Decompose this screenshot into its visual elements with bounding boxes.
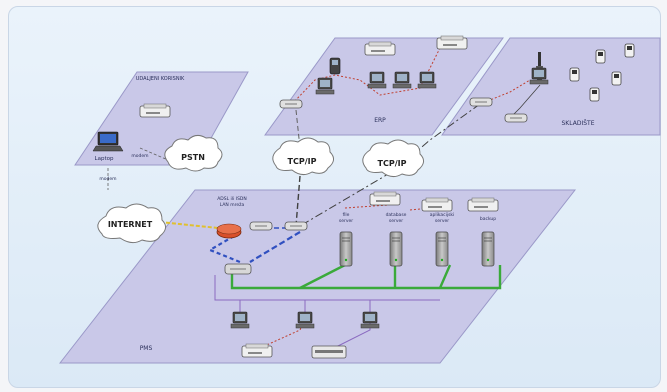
- laptop-zone-content: UDALJENI KORISNIK Laptop modem: [92, 76, 185, 162]
- handheld-terminal-icon: [569, 67, 580, 82]
- handheld-terminal-icon: [329, 57, 341, 75]
- router-icon: [249, 221, 273, 231]
- printer-icon: [421, 197, 453, 212]
- printer-icon: [311, 345, 347, 359]
- warehouse-zone-content: SKLADIŠTE: [469, 43, 635, 127]
- internet-label: INTERNET: [108, 220, 153, 229]
- workstation-icon: [367, 71, 387, 89]
- printer-icon: [241, 343, 273, 358]
- warehouse-zone-label: SKLADIŠTE: [562, 120, 595, 127]
- workstation-icon: [230, 311, 250, 329]
- printer-icon: [467, 197, 499, 212]
- laptop-icon: [92, 131, 124, 152]
- tcpip-2-label: TCP/IP: [378, 159, 407, 168]
- handheld-terminal-icon: [589, 87, 600, 102]
- server-icon: [339, 231, 353, 267]
- pms-zone-content: ADSL ili ISDN LAN mreža file server data…: [140, 191, 499, 359]
- switch-icon: [279, 99, 303, 109]
- workstation-icon: [315, 77, 335, 95]
- workstation-icon: [417, 71, 437, 89]
- server-1-label-line1: file: [343, 212, 350, 218]
- printer-icon: [369, 191, 401, 206]
- server-2-label-line2: server: [389, 218, 403, 224]
- server-1-label-line2: server: [339, 218, 353, 224]
- server-icon: [389, 231, 403, 267]
- laptop-zone-caption: UDALJENI KORISNIK: [136, 76, 185, 82]
- server-3-label-line1: aplikacijski: [430, 212, 455, 218]
- firewall-icon: [216, 223, 242, 239]
- server-2-label-line1: database: [386, 212, 407, 218]
- cloud-tcpip-1: TCP/IP: [272, 137, 334, 176]
- cloud-tcpip-2: TCP/IP: [362, 139, 424, 178]
- laptop-modem-label: modem: [131, 153, 148, 159]
- printer-icon: [139, 103, 171, 118]
- laptop-label: Laptop: [95, 156, 114, 162]
- switch-icon: [504, 113, 528, 123]
- workstation-icon: [529, 67, 549, 85]
- erp-zone-label: ERP: [374, 117, 386, 124]
- server-4-label-line1: backup: [480, 216, 496, 222]
- tcpip-1-label: TCP/IP: [288, 157, 317, 166]
- pstn-label: PSTN: [181, 153, 205, 162]
- router-icon: [284, 221, 308, 231]
- handheld-terminal-icon: [595, 49, 606, 64]
- internet-modem-label: modem: [99, 176, 116, 182]
- pms-zone-label: PMS: [140, 345, 153, 352]
- printer-icon: [364, 41, 396, 56]
- handheld-terminal-icon: [611, 71, 622, 86]
- server-icon: [435, 231, 449, 267]
- handheld-terminal-icon: [624, 43, 635, 58]
- router-caption-2: LAN mreža: [220, 201, 245, 208]
- server-icon: [481, 231, 495, 267]
- workstation-icon: [392, 71, 412, 89]
- router-caption-1: ADSL ili ISDN: [217, 196, 247, 202]
- cloud-internet: INTERNET: [97, 203, 166, 244]
- erp-zone-content: ERP: [279, 35, 468, 124]
- printer-icon: [436, 35, 468, 50]
- workstation-icon: [360, 311, 380, 329]
- switch-icon: [469, 97, 493, 107]
- workstation-icon: [295, 311, 315, 329]
- cloud-pstn: PSTN: [164, 134, 223, 172]
- server-3-label-line2: server: [435, 218, 449, 224]
- warehouse-zone: [441, 37, 661, 136]
- switch-icon: [224, 263, 252, 275]
